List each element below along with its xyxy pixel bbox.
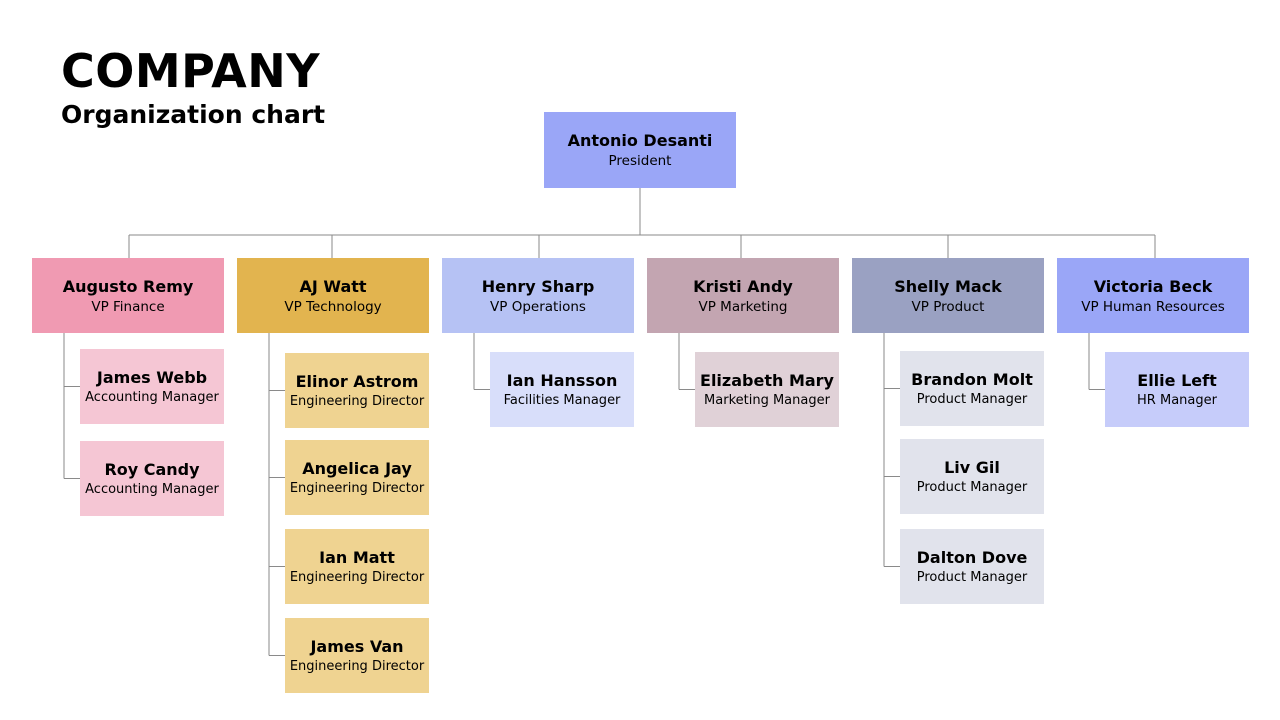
- person-role: Product Manager: [916, 392, 1028, 407]
- vp-box: AJ Watt VP Technology: [237, 258, 429, 333]
- person-name: Brandon Molt: [911, 370, 1033, 389]
- person-role: Engineering Director: [289, 481, 425, 496]
- person-name: Shelly Mack: [894, 276, 1002, 296]
- person-role: President: [608, 153, 672, 169]
- vp-box: Augusto Remy VP Finance: [32, 258, 224, 333]
- person-name: Dalton Dove: [916, 548, 1028, 567]
- person-name: Antonio Desanti: [567, 131, 713, 150]
- person-name: James Van: [310, 637, 404, 656]
- person-role: VP Human Resources: [1081, 298, 1225, 315]
- person-role: Accounting Manager: [85, 482, 219, 497]
- person-name: Kristi Andy: [693, 276, 793, 296]
- person-role: Facilities Manager: [503, 393, 621, 408]
- person-name: Ian Matt: [319, 548, 395, 567]
- person-role: Engineering Director: [289, 394, 425, 409]
- person-name: Elinor Astrom: [295, 372, 419, 391]
- person-role: Product Manager: [916, 570, 1028, 585]
- person-name: Angelica Jay: [302, 459, 412, 478]
- person-name: Liv Gil: [944, 458, 1000, 477]
- vp-box: Victoria Beck VP Human Resources: [1057, 258, 1249, 333]
- page-subtitle: Organization chart: [61, 100, 326, 129]
- vp-box: Henry Sharp VP Operations: [442, 258, 634, 333]
- report-box: Ellie Left HR Manager: [1105, 352, 1249, 427]
- person-name: Ian Hansson: [506, 371, 618, 390]
- person-name: Augusto Remy: [62, 276, 194, 296]
- person-name: Roy Candy: [104, 460, 200, 479]
- person-role: Product Manager: [916, 480, 1028, 495]
- person-name: AJ Watt: [299, 276, 367, 296]
- page-title: COMPANY: [61, 44, 321, 98]
- person-role: Accounting Manager: [85, 390, 219, 405]
- person-role: HR Manager: [1137, 393, 1217, 408]
- person-name: James Webb: [96, 368, 208, 387]
- person-role: Engineering Director: [289, 570, 425, 585]
- person-name: Elizabeth Mary: [700, 371, 834, 390]
- vp-box: Kristi Andy VP Marketing: [647, 258, 839, 333]
- person-name: Henry Sharp: [481, 276, 595, 296]
- person-role: VP Technology: [284, 298, 382, 315]
- person-role: VP Operations: [490, 298, 586, 315]
- person-name: Ellie Left: [1137, 371, 1217, 390]
- person-role: Marketing Manager: [704, 393, 830, 408]
- person-role: VP Finance: [91, 298, 165, 315]
- person-role: VP Marketing: [698, 298, 788, 315]
- vp-box: Shelly Mack VP Product: [852, 258, 1044, 333]
- person-name: Victoria Beck: [1093, 276, 1213, 296]
- person-role: Engineering Director: [289, 659, 425, 674]
- person-role: VP Product: [911, 298, 985, 315]
